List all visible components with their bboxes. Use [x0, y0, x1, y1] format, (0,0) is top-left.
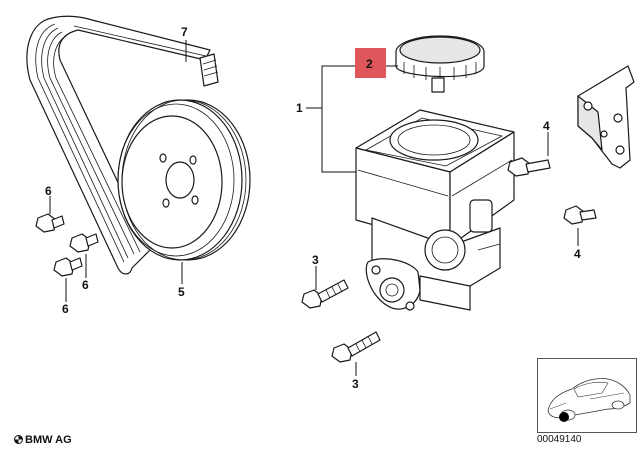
power-steering-pump[interactable] [355, 109, 515, 311]
callout-3-bottom[interactable]: 3 [352, 377, 359, 391]
leader-lines [49, 40, 579, 376]
bmw-logo-icon [14, 435, 23, 444]
brand-credit: BMW AG [14, 434, 72, 446]
callout-2[interactable]: 2 [366, 57, 373, 71]
location-marker-icon [559, 412, 569, 422]
callout-4-bottom[interactable]: 4 [574, 247, 581, 261]
bolt-4-bottom[interactable] [563, 205, 597, 225]
car-location-thumbnail[interactable] [537, 358, 637, 433]
diagram-number: 00049140 [537, 434, 582, 445]
brand-text: BMW AG [25, 434, 72, 446]
bolt-6-bottom[interactable] [53, 257, 83, 277]
bolt-6-top[interactable] [35, 213, 65, 233]
callout-4-top[interactable]: 4 [543, 119, 550, 133]
callout-labels: 7 2 1 4 4 6 6 6 5 3 3 [45, 25, 581, 391]
callout-7[interactable]: 7 [181, 25, 188, 39]
callout-3-top[interactable]: 3 [312, 253, 319, 267]
callout-1[interactable]: 1 [296, 101, 303, 115]
reservoir-cap[interactable] [395, 35, 485, 93]
hex-bolts[interactable] [35, 157, 597, 363]
callout-6-bottom[interactable]: 6 [62, 302, 69, 316]
drive-belt[interactable] [26, 15, 219, 275]
belt-pulley[interactable] [117, 99, 251, 261]
callout-2-highlight [355, 48, 386, 78]
bolt-6-mid[interactable] [69, 233, 99, 253]
callout-6-mid[interactable]: 6 [82, 278, 89, 292]
callout-5[interactable]: 5 [178, 285, 185, 299]
callout-6-top[interactable]: 6 [45, 184, 52, 198]
bolt-3-top[interactable] [301, 279, 349, 309]
bolt-3-bottom[interactable] [331, 331, 381, 363]
bolt-4-top[interactable] [507, 157, 551, 177]
mounting-bracket[interactable] [577, 65, 635, 169]
car-outline-icon [547, 378, 631, 422]
